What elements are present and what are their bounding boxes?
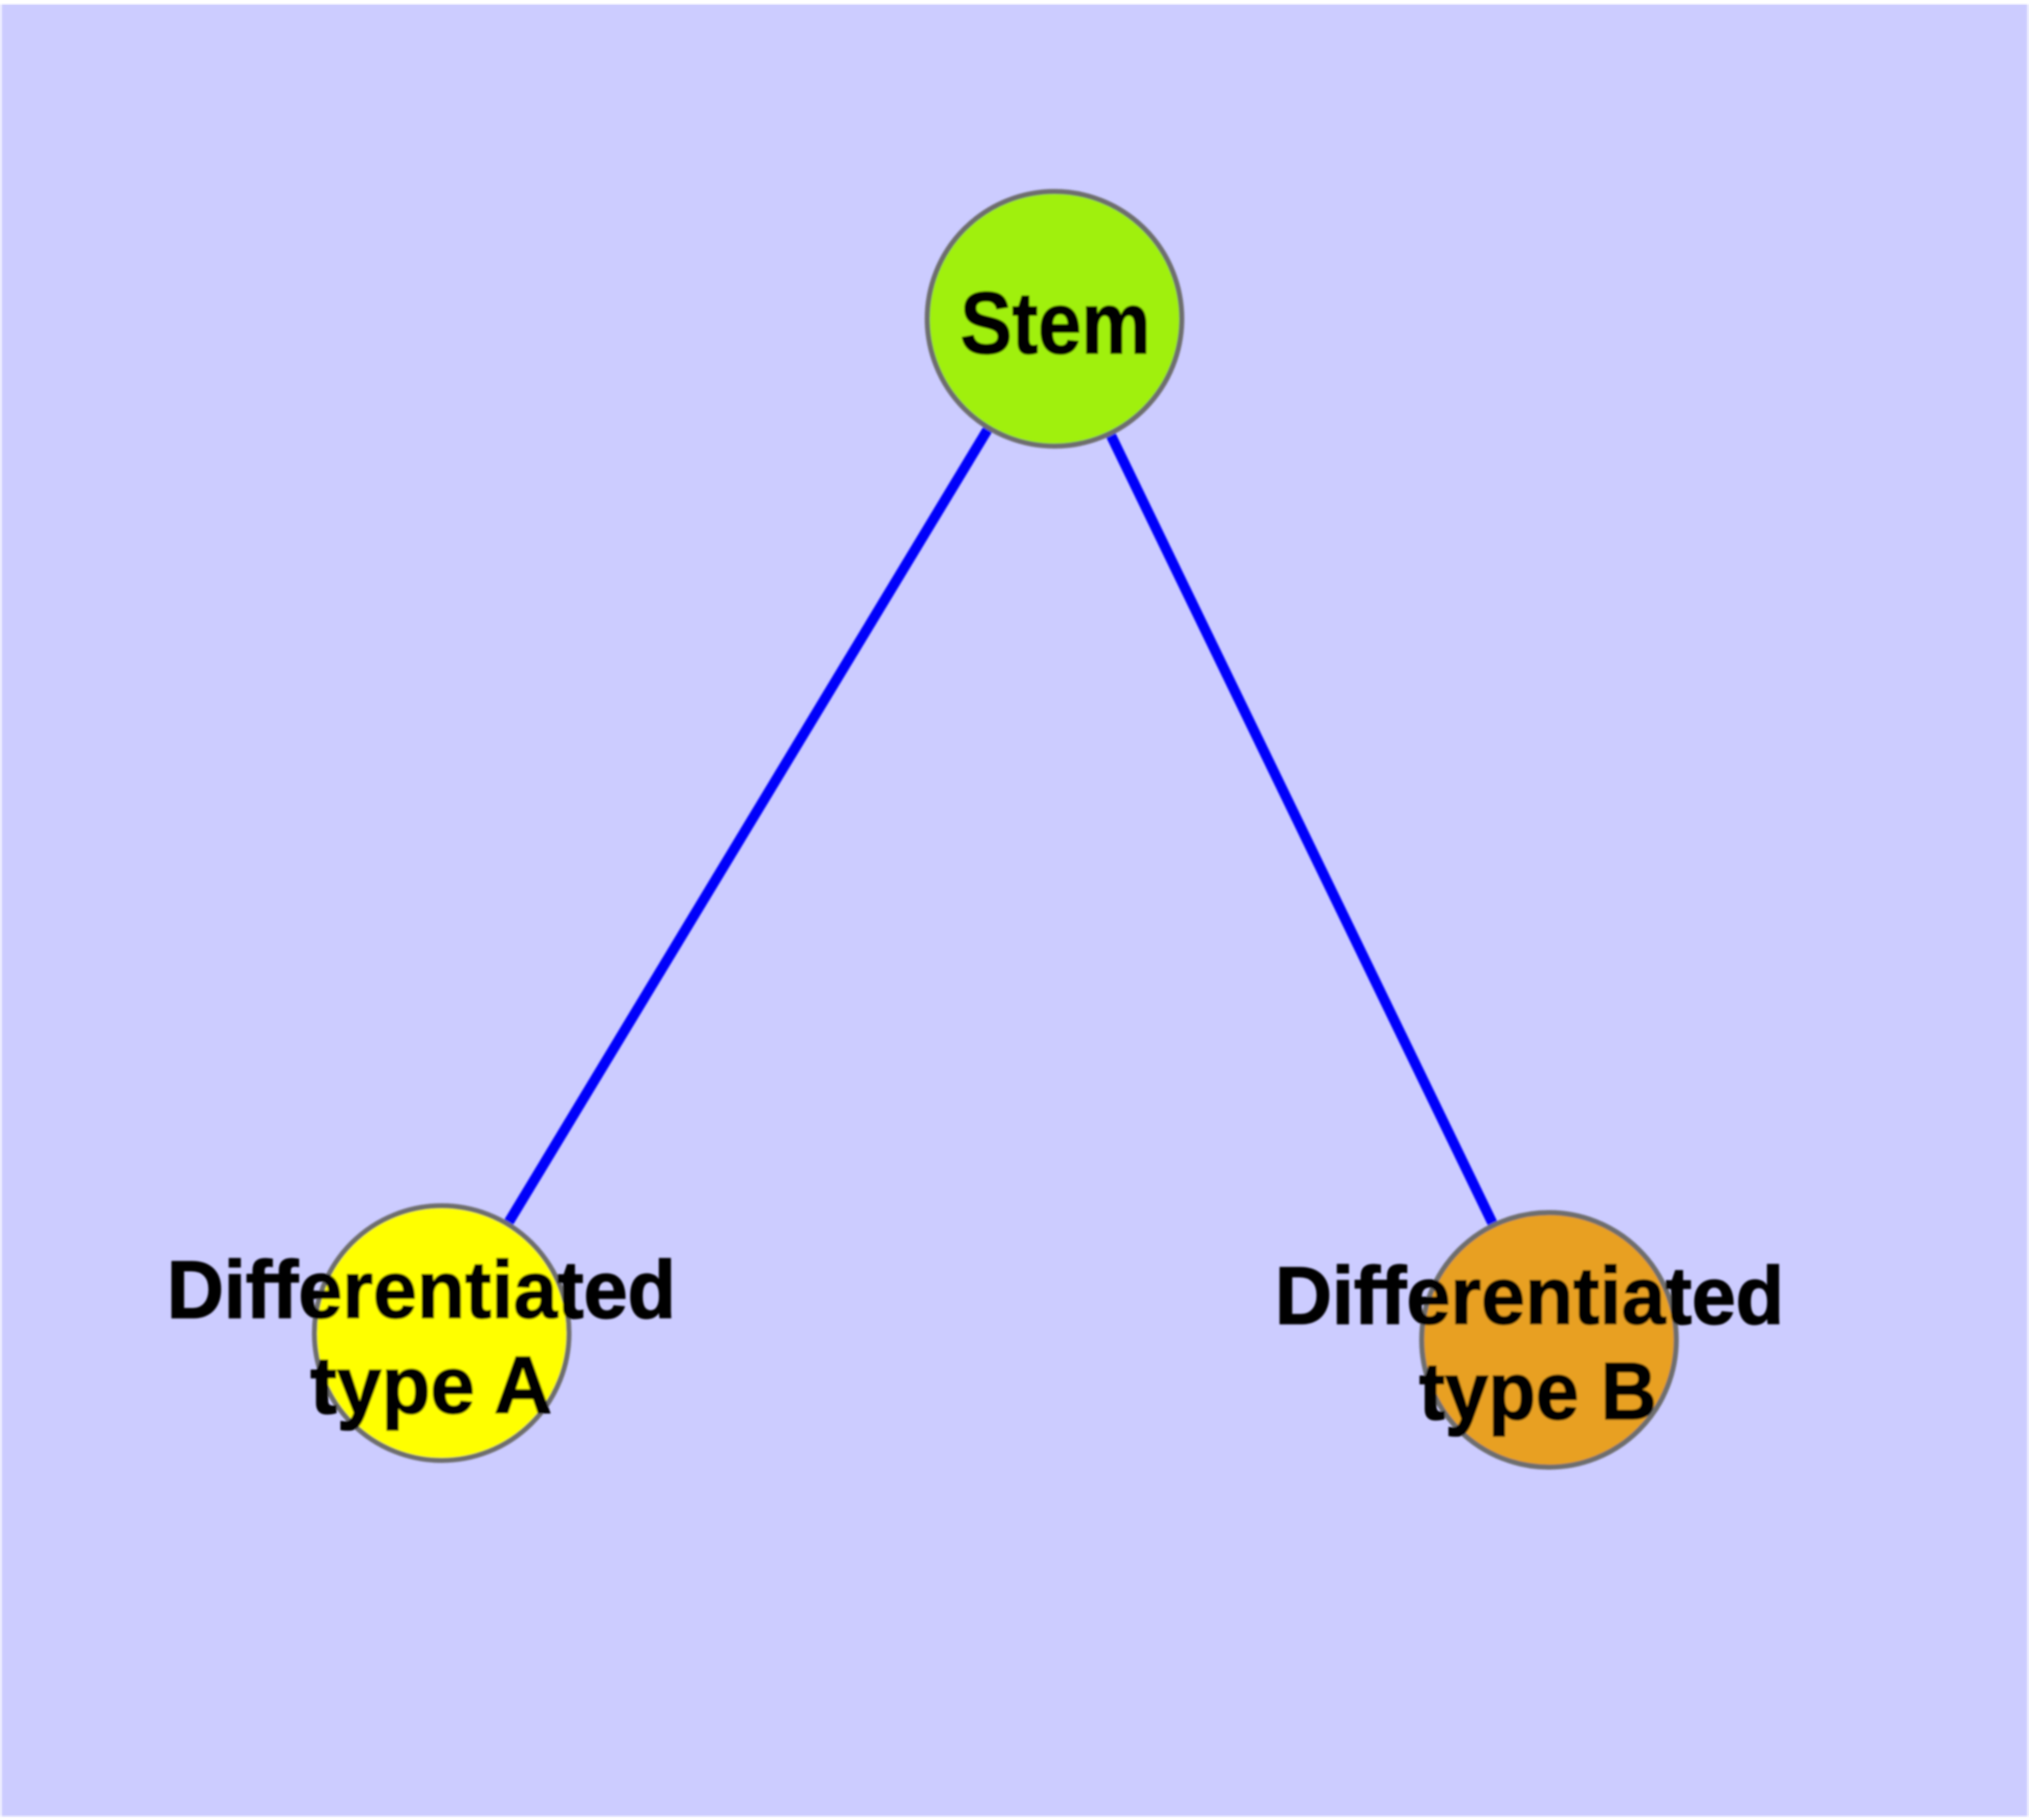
svg-text:type A: type A xyxy=(311,1340,552,1431)
svg-text:Differentiated: Differentiated xyxy=(1275,1251,1784,1342)
svg-text:Differentiated: Differentiated xyxy=(167,1245,676,1336)
svg-text:type B: type B xyxy=(1419,1346,1656,1437)
svg-text:Stem: Stem xyxy=(960,274,1151,372)
